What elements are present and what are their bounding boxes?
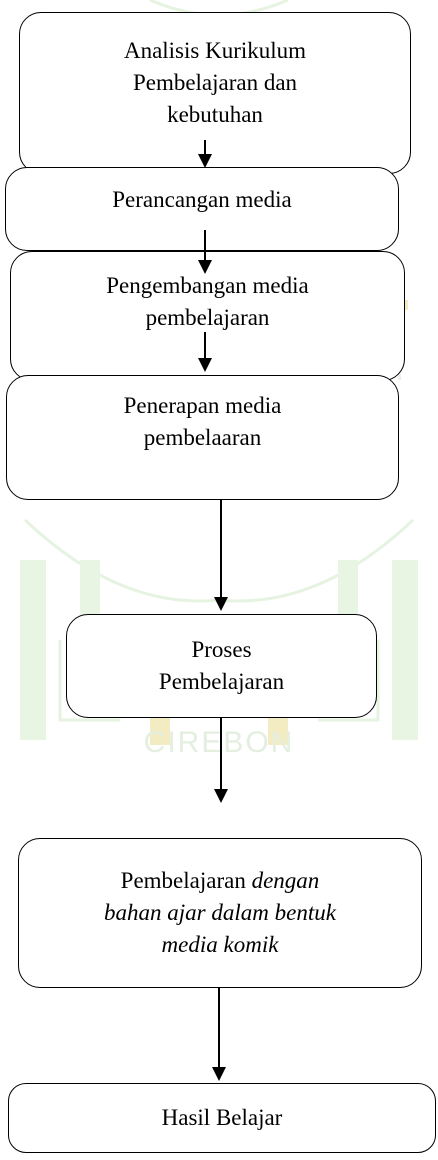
step-label-line: bahan ajar dalam bentuk	[104, 900, 336, 925]
watermark-text: CIREBON	[144, 726, 295, 759]
step-label-line: Pembelajaran dan	[132, 70, 298, 95]
step-label-italic: dengan	[251, 868, 320, 893]
step-proses-pembelajaran: Proses Pembelajaran	[66, 614, 377, 718]
flow-arrow-2	[198, 230, 212, 274]
step-label-line: Penerapan media	[123, 393, 282, 418]
flow-arrow-6	[212, 988, 226, 1081]
step-label-line: Pengembangan media	[106, 273, 309, 298]
flow-arrow-4	[214, 500, 228, 611]
step-label-line: Analisis Kurikulum	[123, 38, 307, 63]
step-pembelajaran-komik: Pembelajaran dengan bahan ajar dalam ben…	[18, 838, 422, 988]
step-label-line: media komik	[161, 932, 279, 957]
flow-arrow-1	[198, 140, 212, 168]
step-perancangan-media: Perancangan media	[5, 167, 399, 251]
step-hasil-belajar: Hasil Belajar	[8, 1083, 436, 1153]
step-penerapan-media: Penerapan media pembelaaran	[6, 375, 399, 500]
step-label-line: Proses	[191, 637, 252, 662]
step-label-line: pembelaaran	[143, 425, 262, 450]
step-label-line: kebutuhan	[167, 102, 263, 127]
step-label-normal: Pembelajaran	[120, 868, 246, 893]
step-analisis-kurikulum: Analisis Kurikulum Pembelajaran dan kebu…	[19, 12, 411, 174]
step-label-line: Pembelajaran dengan	[104, 865, 336, 897]
step-label-line: Perancangan media	[112, 187, 292, 212]
step-label-line: pembelajaran	[145, 305, 270, 330]
flow-arrow-3	[198, 332, 212, 372]
step-label-line: Hasil Belajar	[161, 1105, 283, 1130]
flow-arrow-5	[214, 718, 228, 803]
step-label-line: Pembelajaran	[158, 669, 285, 694]
